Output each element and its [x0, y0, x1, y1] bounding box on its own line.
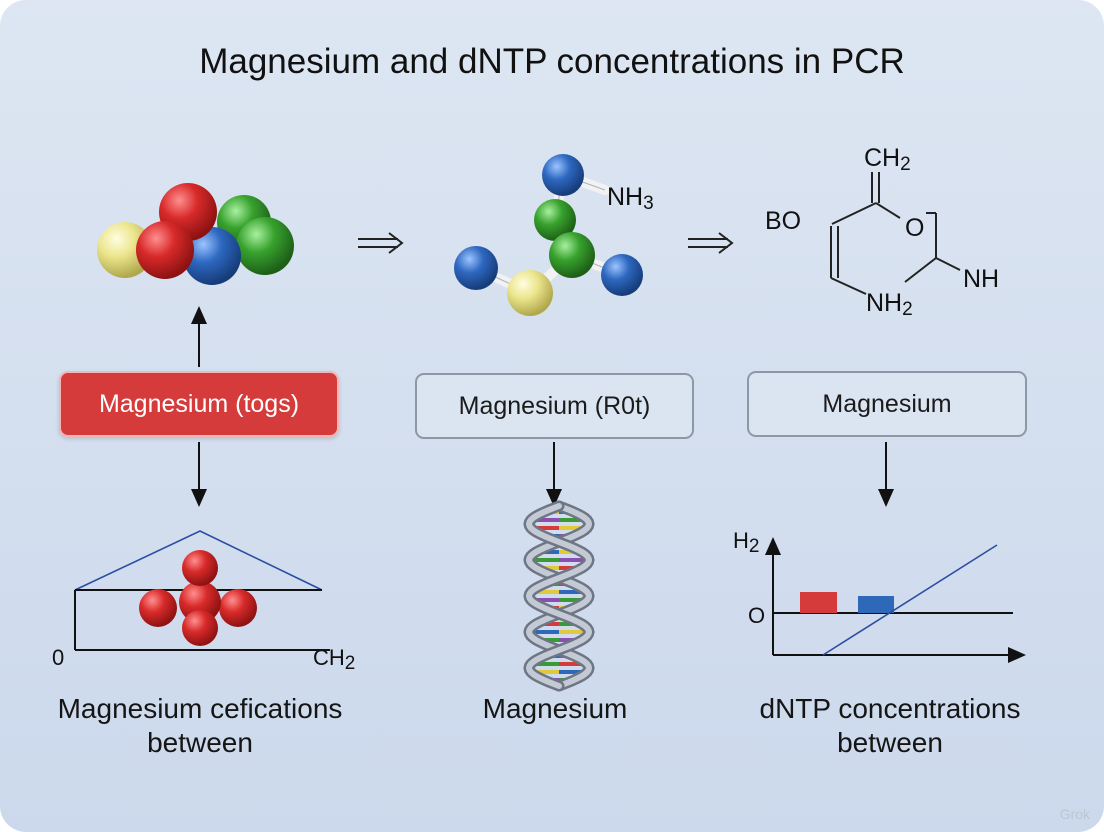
yellow-atom [507, 270, 553, 316]
middle-caption-line1: Magnesium [482, 693, 628, 724]
green-atom [549, 232, 595, 278]
ch2-label: CH2 [864, 144, 911, 175]
left-plot-axis-label: CH2 [313, 645, 355, 674]
nh3-label: NH3 [607, 183, 654, 214]
left-caption: Magnesium cefications between [20, 692, 380, 760]
blue-atom [454, 246, 498, 290]
right-plot-y-label: H2 [733, 528, 759, 557]
green-atom [236, 217, 294, 275]
red-atom [182, 610, 218, 646]
o-ring-label: O [905, 214, 924, 242]
dna-helix [523, 500, 595, 692]
left-molecule-cluster [97, 183, 294, 285]
dna-backbone-highlight [525, 503, 593, 689]
diagram-title: Magnesium and dNTP concentrations in PCR [199, 42, 905, 81]
right-caption: dNTP concentrations between [720, 692, 1060, 760]
left-plot-zero-label: 0 [52, 645, 64, 670]
trend-line [822, 544, 998, 656]
green-atom [534, 199, 576, 241]
magnesium-r0t-box: Magnesium (R0t) [415, 373, 694, 439]
nh2-label: NH2 [866, 289, 913, 320]
blue-atom [183, 227, 241, 285]
red-atom [179, 581, 221, 623]
connector-arrows [191, 306, 894, 507]
red-atom [219, 589, 257, 627]
right-caption-line2: between [837, 727, 943, 758]
left-caption-line1: Magnesium cefications [57, 693, 343, 724]
blue-bar [858, 596, 894, 613]
blue-atom [601, 254, 643, 296]
left-caption-line2: between [147, 727, 253, 758]
dna-backbone-highlight [525, 503, 593, 689]
red-atom [182, 550, 218, 586]
magnesium-togs-box: Magnesium (togs) [59, 371, 339, 437]
right-caption-line1: dNTP concentrations [759, 693, 1021, 724]
red-atom [136, 221, 194, 279]
double-arrow-icon [358, 232, 404, 254]
magnesium-box: Magnesium [747, 371, 1027, 437]
right-structural-formula: CH2 BO O NH NH2 [765, 144, 999, 320]
yellow-atom [97, 222, 153, 278]
right-plot: H2 O [733, 528, 1026, 663]
middle-caption: Magnesium [430, 692, 680, 726]
nh-label: NH [963, 265, 999, 293]
blue-atom [542, 154, 584, 196]
bo-label: BO [765, 207, 801, 235]
grok-watermark: Grok [1059, 806, 1090, 822]
red-atom [139, 589, 177, 627]
double-arrow-icon [688, 232, 734, 254]
middle-molecule: NH3 [454, 154, 654, 316]
red-bar [800, 592, 837, 613]
right-plot-zero-label: O [748, 603, 765, 628]
left-plot: 0 CH2 [52, 530, 355, 674]
